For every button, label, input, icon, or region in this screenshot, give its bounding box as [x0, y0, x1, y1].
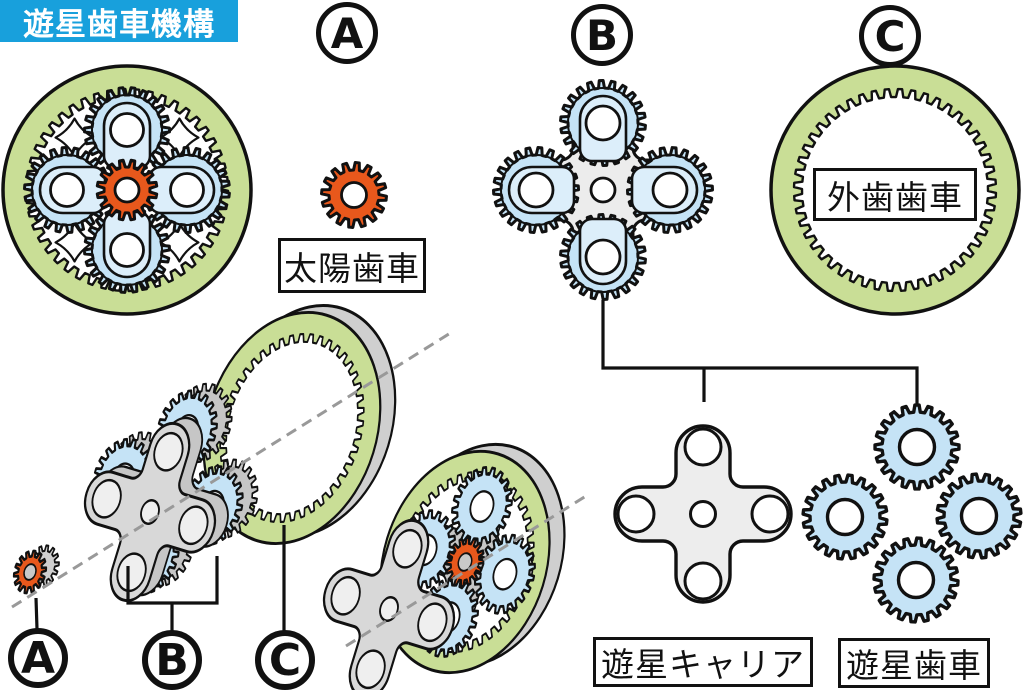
front-carrier-hole [392, 528, 423, 569]
carrier-pad [507, 165, 576, 215]
carrier-center-hole [689, 500, 717, 528]
carrier-pad [630, 165, 699, 215]
carrier-pad-hole [169, 172, 205, 208]
axis-dashed-line [11, 330, 453, 609]
carrier-pad-hole [651, 171, 689, 209]
sun-gear-hole [340, 181, 368, 209]
sun-hole-3d [23, 563, 37, 581]
sun-gear-hole [113, 176, 141, 204]
planet-carrier-3d [83, 416, 229, 603]
connector-abc-lines [34, 525, 286, 631]
carrier-pin-hole [616, 494, 656, 534]
planet-gear-icon [801, 473, 889, 561]
carrier-pad-hole [109, 232, 145, 268]
carrier-pad [38, 165, 107, 215]
planet-gear-hole [959, 496, 999, 536]
planet-carrier-item [613, 424, 793, 604]
planet-set-b [492, 79, 714, 301]
marker-c-bottom: C [255, 630, 315, 690]
carrier-pin-hole [683, 427, 723, 467]
label-sun-gear: 太陽歯車 [278, 238, 426, 293]
front-carrier-hole [330, 575, 361, 616]
carrier-pad-hole [517, 171, 555, 209]
label-planet-carrier: 遊星キャリア [593, 637, 813, 687]
label-planet-gear: 遊星歯車 [838, 638, 990, 688]
label-ring-gear: 外歯歯車 [813, 168, 977, 221]
assembly-full-front [1, 64, 253, 316]
connector-b-tree [601, 300, 919, 404]
assembly-sun-3d [445, 536, 485, 588]
sun-gear-item [320, 161, 388, 229]
carrier-pad-hole [584, 104, 622, 142]
carrier-hole-3d [116, 552, 147, 593]
carrier-pad [102, 101, 152, 170]
marker-a-top: A [316, 2, 378, 64]
planet-gear-icon [872, 536, 960, 624]
sun-gear-icon [95, 158, 159, 222]
sun-gear-3d [12, 544, 60, 595]
carrier-pad [102, 210, 152, 279]
axis-dashed-line [345, 494, 587, 648]
title-badge: 遊星歯車機構 [0, 0, 238, 43]
planet-gear-icon [935, 472, 1023, 560]
marker-c-top: C [859, 5, 921, 67]
marker-b-top: B [571, 4, 633, 66]
carrier-hole-3d [178, 505, 209, 546]
planet-gear-hole [896, 560, 936, 600]
front-carrier-hole [355, 649, 386, 690]
ring-teeth-3d [219, 332, 365, 524]
planet-hole-3d [469, 490, 495, 523]
assembly-planet-3d [451, 466, 513, 548]
carrier-pad [578, 94, 628, 163]
carrier-pin-hole [683, 561, 723, 601]
carrier-pad-hole [584, 238, 622, 276]
planet-hole-3d [492, 557, 518, 591]
carrier-pad [147, 165, 216, 215]
carrier-hole-3d [153, 431, 184, 472]
sun-hole-3d [457, 552, 473, 572]
carrier-pad-hole [109, 112, 145, 148]
carrier-pad-hole [49, 172, 85, 208]
planet-gear-icon [873, 403, 961, 491]
assembly-front-carrier [322, 518, 456, 690]
marker-b-bottom: B [142, 630, 202, 690]
carrier-center-hole [589, 176, 617, 204]
planet-gear-hole [897, 427, 937, 467]
carrier-hole-3d [91, 478, 122, 519]
marker-a-bottom: A [8, 628, 68, 688]
front-carrier-hole [417, 602, 448, 643]
planet-gear-group [801, 403, 1023, 624]
planet-gear-hole [825, 497, 865, 537]
carrier-pad [578, 217, 628, 286]
carrier-pin-hole [750, 494, 790, 534]
